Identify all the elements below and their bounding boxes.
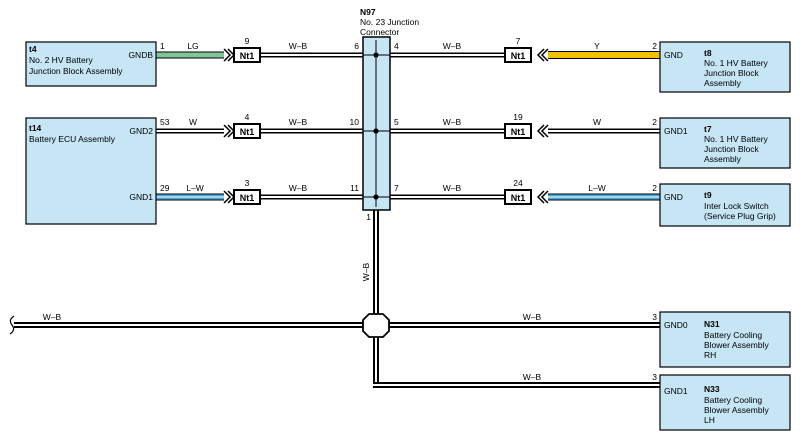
component-name: Inter Lock Switch [704, 201, 769, 211]
terminal-label: GND1 [664, 126, 688, 136]
wire-color-label: W–B [523, 312, 542, 322]
component-box-t9[interactable] [659, 183, 791, 227]
component-code: t14 [29, 123, 42, 133]
junction-pin: 4 [394, 41, 399, 51]
connector-nt1-left-2[interactable] [223, 123, 261, 139]
wire-color-label: L–W [186, 183, 203, 193]
component-name: Blower Assembly [704, 405, 769, 415]
wire-color-label: W–B [361, 262, 371, 281]
connector-pin: 19 [513, 112, 523, 122]
junction-pin: 10 [350, 117, 360, 127]
wire-color-label: W–B [43, 312, 62, 322]
component-name: Assembly [704, 78, 742, 88]
wire-pin: 2 [652, 183, 657, 193]
component-name: Blower Assembly [704, 340, 769, 350]
terminal-label: GNDB [128, 50, 153, 60]
component-code: t8 [704, 48, 712, 58]
component-name: No. 1 HV Battery [704, 58, 769, 68]
wire-color-label: W–B [289, 117, 308, 127]
ground-splice-point [362, 313, 390, 338]
wire-color-label: Y [594, 41, 600, 51]
component-name: Assembly [704, 154, 742, 164]
component-box-n33[interactable] [659, 374, 791, 431]
component-name: Battery Cooling [704, 395, 762, 405]
wire-pin: 3 [652, 372, 657, 382]
wire-pin: 53 [160, 117, 170, 127]
component-name: Junction Block [704, 68, 760, 78]
junction-pin: 6 [354, 41, 359, 51]
component-code: t9 [704, 190, 712, 200]
wire-color-label: W–B [443, 117, 462, 127]
connector-pin: 24 [513, 178, 523, 188]
terminal-label: GND1 [664, 386, 688, 396]
component-name: (Service Plug Grip) [704, 211, 776, 221]
terminal-label: GND1 [129, 192, 153, 202]
connector-nt1-right-2[interactable] [504, 123, 549, 139]
wire-color-label: W–B [443, 183, 462, 193]
wire-pin: 1 [160, 41, 165, 51]
connector-pin: 9 [245, 36, 250, 46]
junction-code: N97 [360, 7, 376, 17]
connector-pin: 4 [245, 112, 250, 122]
component-name: Junction Block Assembly [29, 66, 123, 76]
connector-pin: 7 [516, 36, 521, 46]
component-name: Battery Cooling [704, 330, 762, 340]
junction-name: Connector [360, 27, 399, 37]
component-name: LH [704, 415, 715, 425]
component-box-n31[interactable] [659, 311, 791, 368]
connector-nt1-left-3[interactable] [223, 189, 261, 205]
terminal-label: GND0 [664, 320, 688, 330]
connector-label: Nt1 [511, 51, 526, 61]
wire-pin: 29 [160, 183, 170, 193]
component-code: N31 [704, 319, 720, 329]
junction-pin: 11 [350, 183, 359, 193]
connector-nt1-right-3[interactable] [504, 189, 549, 205]
connector-label: Nt1 [240, 193, 255, 203]
junction-pin: 5 [394, 117, 399, 127]
component-name: RH [704, 350, 716, 360]
component-name: Battery ECU Assembly [29, 134, 116, 144]
component-code: t4 [29, 44, 37, 54]
junction-pin: 7 [394, 183, 399, 193]
wire-cut-mark [9, 315, 15, 335]
connector-label: Nt1 [511, 127, 526, 137]
wire-color-label: W [593, 117, 601, 127]
wire-pin: 2 [652, 41, 657, 51]
component-name: No. 1 HV Battery [704, 134, 769, 144]
component-name: No. 2 HV Battery [29, 55, 94, 65]
connector-nt1-right-1[interactable] [504, 47, 549, 63]
component-code: t7 [704, 124, 712, 134]
terminal-label: GND [664, 50, 683, 60]
junction-name: No. 23 Junction [360, 17, 419, 27]
connector-label: Nt1 [511, 193, 526, 203]
connector-pin: 3 [245, 178, 250, 188]
connector-label: Nt1 [240, 51, 255, 61]
connector-label: Nt1 [240, 127, 255, 137]
wire-color-label: W–B [523, 372, 542, 382]
component-box-t4[interactable] [25, 41, 157, 87]
wire-color-label: W [189, 117, 197, 127]
terminal-label: GND [664, 192, 683, 202]
wire-color-label: LG [187, 41, 198, 51]
wire-color-label: L–W [588, 183, 605, 193]
wire-pin: 3 [652, 312, 657, 322]
wire-color-label: W–B [289, 41, 308, 51]
component-name: Junction Block [704, 144, 760, 154]
component-box-t14[interactable] [25, 117, 157, 225]
junction-pin: 1 [366, 212, 371, 222]
terminal-label: GND2 [129, 126, 153, 136]
component-box-t7[interactable] [659, 117, 791, 169]
wire-pin: 2 [652, 117, 657, 127]
wire-color-label: W–B [289, 183, 308, 193]
component-code: N33 [704, 384, 720, 394]
component-box-t8[interactable] [659, 41, 791, 93]
wire-color-label: W–B [443, 41, 462, 51]
connector-nt1-left-1[interactable] [223, 47, 261, 63]
